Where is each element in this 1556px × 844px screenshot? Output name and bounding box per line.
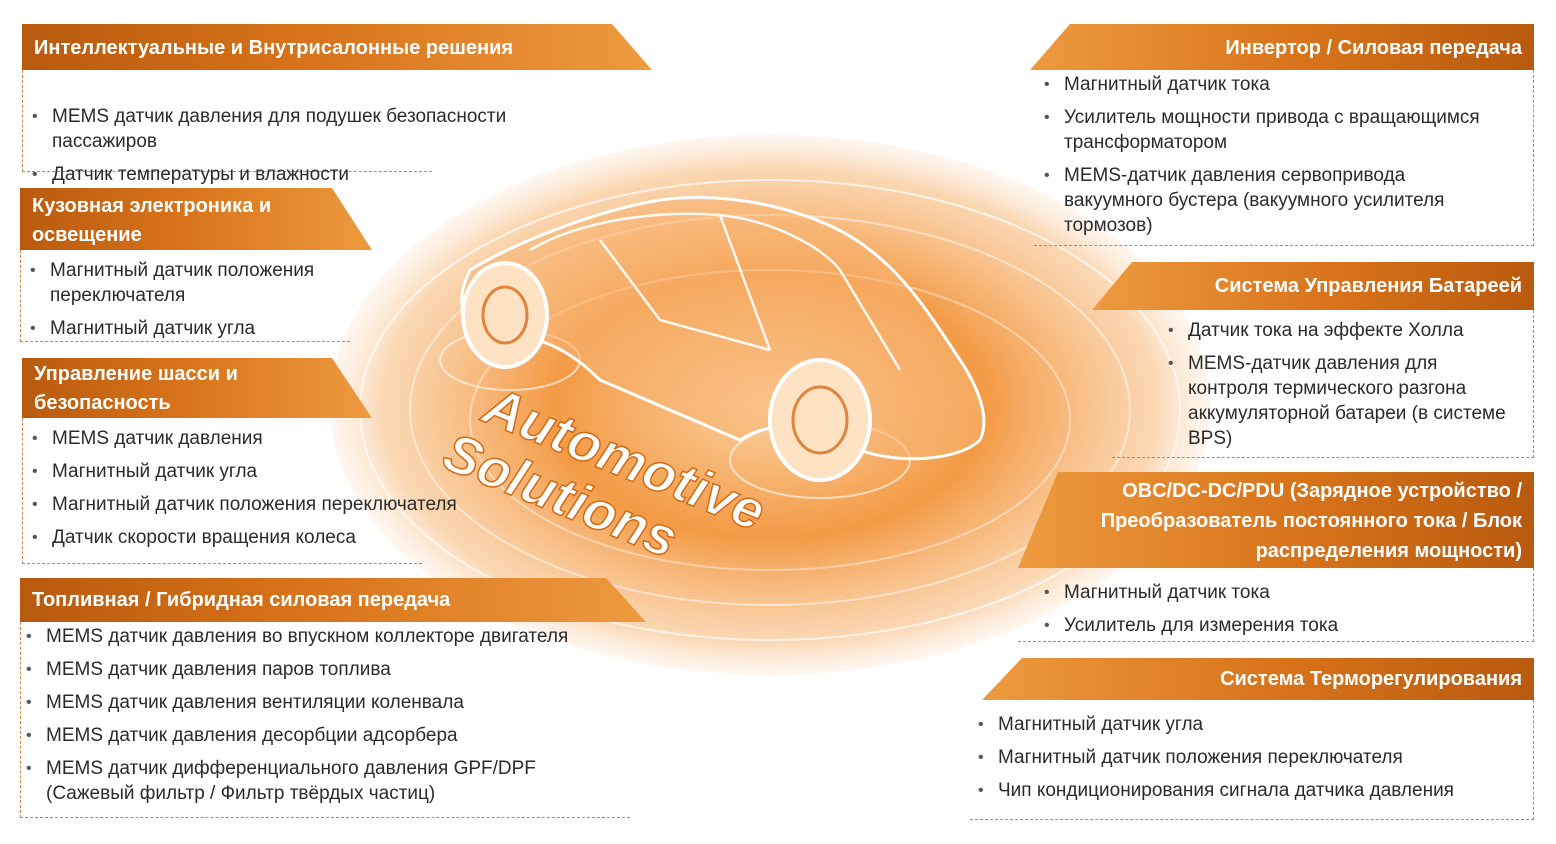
list-item: MEMS датчик давления во впускном коллект… <box>20 624 640 649</box>
list-item: MEMS датчик давления вентиляции коленвал… <box>20 690 640 715</box>
panel-obc-dcdc-pdu: OBC/DC-DC/PDU (Зарядное устройство / Пре… <box>1018 472 1534 644</box>
panel-title: Интеллектуальные и Внутрисалонные решени… <box>22 24 652 70</box>
list-item: MEMS датчик давления для подушек безопас… <box>26 104 606 154</box>
list-item: Магнитный датчик положения переключателя <box>972 745 1532 770</box>
item-list: Магнитный датчик положения переключателя… <box>24 258 364 349</box>
item-list: MEMS датчик давления во впускном коллект… <box>20 624 640 814</box>
list-item: MEMS датчик давления <box>26 426 526 451</box>
panel-title: Топливная / Гибридная силовая передача <box>20 578 646 622</box>
panel-title: Управление шасси и безопасность <box>22 358 372 418</box>
item-list: Магнитный датчик тока Усилитель мощности… <box>1038 72 1534 246</box>
panel-fuel-hybrid: Топливная / Гибридная силовая передача M… <box>20 578 646 818</box>
car-wheels <box>461 261 872 482</box>
panel-chassis-safety: Управление шасси и безопасность MEMS дат… <box>22 358 457 566</box>
list-item: Датчик скорости вращения колеса <box>26 525 526 550</box>
panel-title: Инвертор / Силовая передача <box>1030 24 1534 70</box>
list-item: MEMS-датчик давления сервопривода вакуум… <box>1038 163 1504 238</box>
panel-title: Система Терморегулирования <box>982 658 1534 700</box>
list-item: Усилитель мощности привода с вращающимся… <box>1038 105 1534 155</box>
item-list: MEMS датчик давления для подушек безопас… <box>26 104 606 195</box>
list-item: Магнитный датчик положения переключателя <box>26 492 526 517</box>
list-item: Магнитный датчик угла <box>26 459 526 484</box>
list-item: Магнитный датчик положения переключателя <box>24 258 364 308</box>
list-item: Чип кондиционирования сигнала датчика да… <box>972 778 1532 803</box>
panel-battery-management: Система Управления Батареей Датчик тока … <box>1092 262 1534 460</box>
car-illustration: Automotive Solutions <box>330 135 1210 675</box>
panel-title: OBC/DC-DC/PDU (Зарядное устройство / Пре… <box>1018 472 1534 568</box>
list-item: MEMS датчик давления десорбции адсорбера <box>20 723 640 748</box>
list-item: Усилитель для измерения тока <box>1038 613 1528 638</box>
panel-inverter: Инвертор / Силовая передача Магнитный да… <box>1030 24 1534 248</box>
panel-title: Система Управления Батареей <box>1092 262 1534 310</box>
panel-body-electronics: Кузовная электроника и освещение Магнитн… <box>20 188 372 344</box>
list-item: Магнитный датчик тока <box>1038 72 1534 97</box>
panel-title: Кузовная электроника и освещение <box>20 188 372 250</box>
list-item: MEMS датчик давления паров топлива <box>20 657 640 682</box>
list-item: Магнитный датчик угла <box>972 712 1532 737</box>
list-item: MEMS датчик дифференциального давления G… <box>20 756 606 806</box>
panel-thermal-management: Система Терморегулирования Магнитный дат… <box>970 658 1534 822</box>
list-item: Магнитный датчик угла <box>24 316 364 341</box>
list-item: Магнитный датчик тока <box>1038 580 1528 605</box>
item-list: MEMS датчик давления Магнитный датчик уг… <box>26 426 526 558</box>
item-list: Магнитный датчик угла Магнитный датчик п… <box>972 712 1532 811</box>
list-item: Датчик температуры и влажности <box>26 162 606 187</box>
list-item: Датчик тока на эффекте Холла <box>1162 318 1532 343</box>
item-list: Магнитный датчик тока Усилитель для изме… <box>1038 580 1528 646</box>
list-item: MEMS-датчик давления для контроля термич… <box>1162 351 1508 451</box>
item-list: Датчик тока на эффекте Холла MEMS-датчик… <box>1162 318 1532 459</box>
panel-intelligent: Интеллектуальные и Внутрисалонные решени… <box>22 24 652 187</box>
